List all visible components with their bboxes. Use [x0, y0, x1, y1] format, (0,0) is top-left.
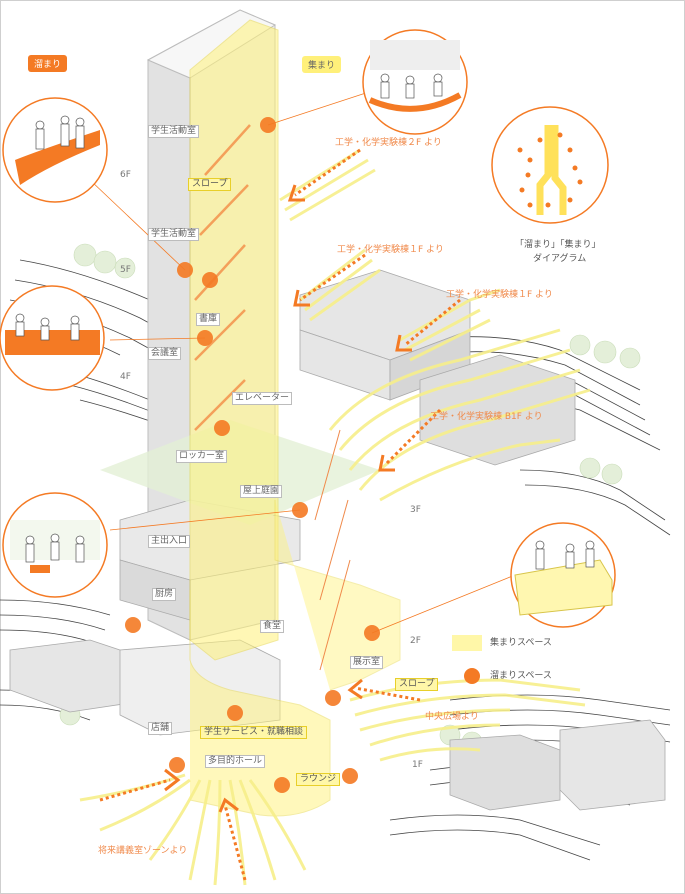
room-lounge: ラウンジ: [296, 773, 341, 786]
stair-lines: [314, 429, 351, 671]
flow-lines: [79, 148, 591, 886]
room-slope-lower: スロープ: [395, 678, 439, 691]
room-elevator: エレベーター: [232, 392, 293, 405]
legend-tamari-label: 溜まりスペース: [490, 671, 552, 681]
flow-label-chem-1f-a: 工学・化学実験棟１F より: [337, 245, 444, 255]
flow-label-chem-b1f: 工学・化学実験棟 B1F より: [430, 412, 543, 422]
diagram-caption-line2: ダイアグラム: [533, 254, 587, 264]
room-multipurpose-hall: 多目的ホール: [205, 755, 266, 768]
vignette-stair-seating: [510, 522, 616, 628]
room-entrance: 主出入口: [148, 535, 191, 548]
room-locker: ロッカー室: [176, 450, 228, 463]
legend-yellow-swatch: [452, 635, 482, 651]
slopes: [194, 124, 251, 431]
floor-label-2f: 2F: [410, 636, 421, 646]
legend-orange-dot: [464, 668, 480, 684]
flow-label-lecture-zone: 将来講義室ゾーンより: [98, 846, 188, 856]
room-shop: 店舗: [148, 722, 173, 735]
room-student-activity-upper: 学生活動室: [148, 125, 200, 138]
atsumari-tag: 集まり: [302, 56, 342, 73]
leader-lines: [89, 89, 516, 634]
tamari-tag: 溜まり: [28, 55, 68, 72]
room-student-service: 学生サービス・就職相談: [200, 726, 308, 739]
flow-label-chem-2f: 工学・化学実験棟２F より: [335, 138, 442, 148]
room-student-activity-lower: 学生活動室: [148, 228, 200, 241]
room-kitchen: 厨房: [152, 588, 177, 601]
vignette-circles: [0, 29, 616, 628]
flow-label-central-plaza: 中央広場より: [425, 712, 479, 722]
floor-label-4f: 4F: [120, 372, 131, 382]
floor-label-1f: 1F: [412, 760, 423, 770]
vignette-gathering-table: [362, 29, 468, 135]
room-classroom: 会議室: [148, 347, 182, 360]
legend-atsumari-label: 集まりスペース: [490, 638, 552, 648]
diagram-caption-line1: 「溜まり」「集まり」: [515, 240, 601, 250]
access-arrows: [99, 148, 461, 881]
floor-label-6f: 6F: [120, 170, 131, 180]
vignette-lounge-seating: [0, 285, 105, 391]
room-roof-garden: 屋上庭園: [240, 485, 283, 498]
room-dining: 食堂: [260, 620, 285, 633]
floor-label-3f: 3F: [410, 505, 421, 515]
room-slope-upper: スロープ: [188, 178, 232, 191]
room-study: 書庫: [196, 313, 221, 326]
vignette-concept-diagram: [491, 106, 609, 224]
vignette-roof-garden: [2, 492, 108, 598]
vignette-bench-group: [2, 97, 108, 203]
arrow-heads: [164, 184, 412, 813]
floor-label-5f: 5F: [120, 265, 131, 275]
flow-label-chem-1f-b: 工学・化学実験棟１F より: [446, 290, 553, 300]
room-exhibition: 展示室: [350, 656, 384, 669]
